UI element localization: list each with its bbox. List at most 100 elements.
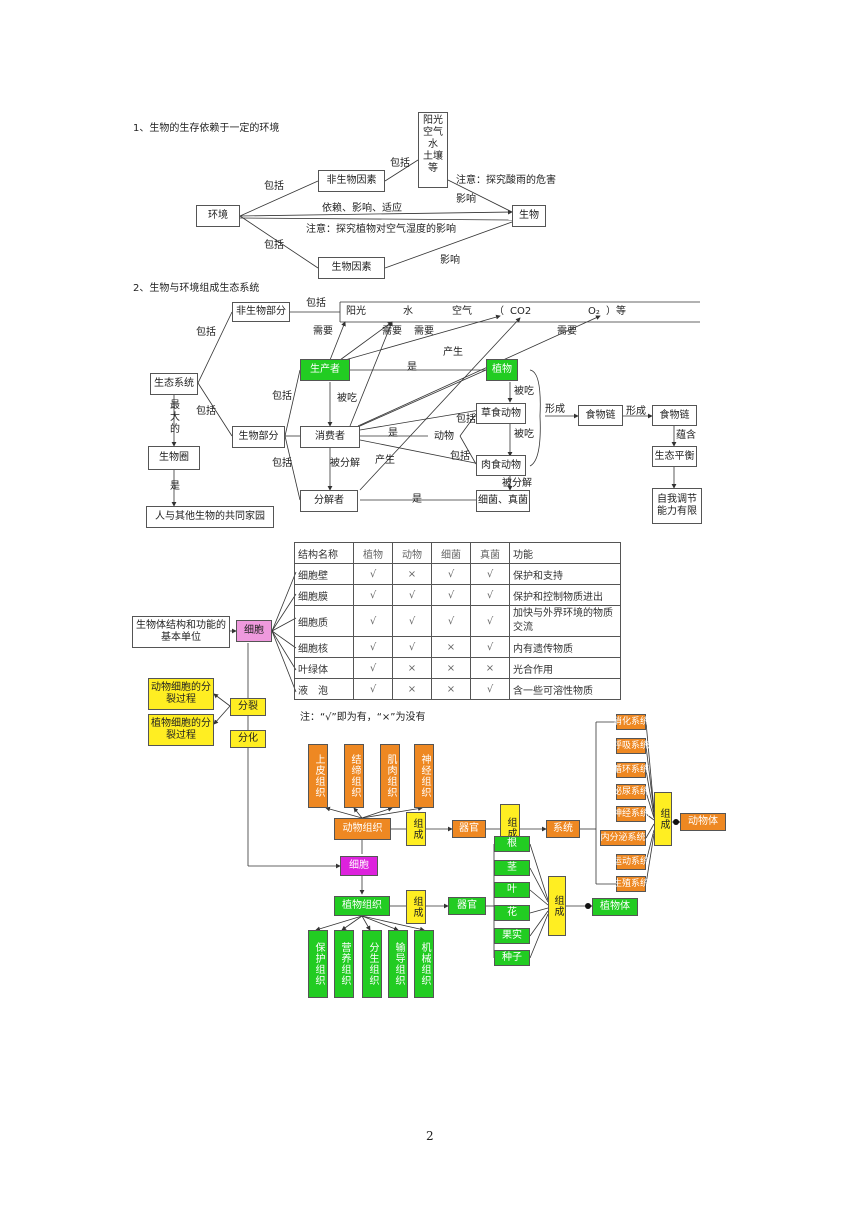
table-header: 动物 <box>392 542 432 564</box>
effect-label: 影响 <box>456 194 476 205</box>
form-label: 形成 <box>626 406 646 417</box>
eco-balance-box: 生态平衡 <box>652 446 697 467</box>
o2-label: O₂ <box>588 306 600 317</box>
self-regulation-box: 自我调节能力有限 <box>652 488 702 524</box>
reproductive-system-box: 生殖系统 <box>613 876 649 892</box>
eaten-label: 被吃 <box>514 386 534 397</box>
include-label: 包括 <box>456 414 476 425</box>
note-acid-rain: 注意：探究酸雨的危害 <box>456 175 556 186</box>
include-label: 包括 <box>264 181 284 192</box>
organ-box: 器官 <box>448 897 486 915</box>
table-cell: × <box>392 563 432 585</box>
table-cell: 加快与外界环境的物质交流 <box>509 605 621 637</box>
include-label: 包括 <box>390 158 410 169</box>
include-label: 包括 <box>264 240 284 251</box>
table-cell: 保护和控制物质进出 <box>509 584 621 606</box>
table-cell: √ <box>470 584 510 606</box>
protective-tissue-box: 保护组织 <box>308 930 328 998</box>
common-home-box: 人与其他生物的共同家园 <box>146 506 274 528</box>
table-cell: √ <box>353 563 393 585</box>
sunlight-label: 阳光 <box>346 306 366 317</box>
table-row: 细胞膜 √ √ √ √ 保护和控制物质进出 <box>294 584 621 606</box>
need-label: 需要 <box>414 326 434 337</box>
table-cell: × <box>392 657 432 679</box>
biosphere-box: 生物圈 <box>148 446 200 470</box>
eaten-label: 被吃 <box>514 429 534 440</box>
decomposed-label: 被分解 <box>330 458 360 469</box>
leaf-box: 叶 <box>494 882 530 898</box>
table-header: 功能 <box>509 542 621 564</box>
division-box: 分裂 <box>230 698 266 716</box>
table-row: 细胞核 √ √ × √ 内有遗传物质 <box>294 636 621 658</box>
table-cell: √ <box>392 584 432 606</box>
meristem-tissue-box: 分生组织 <box>362 930 382 998</box>
circulatory-system-box: 循环系统 <box>613 762 649 778</box>
differentiation-box: 分化 <box>230 730 266 748</box>
table-row: 细胞质 √ √ √ √ 加快与外界环境的物质交流 <box>294 605 621 637</box>
produce-label: 产生 <box>375 455 395 466</box>
effect-label: 影响 <box>440 255 460 266</box>
table-cell: 叶绿体 <box>294 657 354 679</box>
connective-tissue-box: 结缔组织 <box>344 744 364 808</box>
nutritive-tissue-box: 营养组织 <box>334 930 354 998</box>
plant-body-box: 植物体 <box>592 898 638 916</box>
table-row: 液 泡 √ × × √ 含一些可溶性物质 <box>294 678 621 700</box>
contain-label: 蕴含 <box>676 430 696 441</box>
factor-item: 阳光 <box>423 115 443 126</box>
include-label: 包括 <box>196 327 216 338</box>
table-cell: × <box>431 678 471 700</box>
table-cell: × <box>431 657 471 679</box>
include-label: 包括 <box>306 298 326 309</box>
table-cell: √ <box>470 563 510 585</box>
table-cell: × <box>392 678 432 700</box>
biotic-factors-box: 生物因素 <box>318 257 385 279</box>
abiotic-factor-list: 阳光 空气 水 土壤 等 <box>418 112 448 188</box>
table-cell: √ <box>470 636 510 658</box>
mechanical-tissue-box: 机械组织 <box>414 930 434 998</box>
table-cell: √ <box>470 605 510 637</box>
plant-box: 植物 <box>486 359 518 381</box>
table-cell: √ <box>353 678 393 700</box>
stem-box: 茎 <box>494 860 530 876</box>
note-plant-humidity: 注意：探究植物对空气湿度的影响 <box>306 224 456 235</box>
food-web-box: 食物链 <box>652 405 697 426</box>
food-chain-box: 食物链 <box>578 405 623 426</box>
table-cell: √ <box>470 678 510 700</box>
fruit-box: 果实 <box>494 928 530 944</box>
urinary-system-box: 泌尿系统 <box>613 784 649 800</box>
endocrine-system-box: 内分泌系统 <box>600 830 646 846</box>
etc-label: ）等 <box>606 306 626 317</box>
air-label: 空气 <box>452 306 472 317</box>
ecosystem-box: 生态系统 <box>150 373 198 395</box>
system-box: 系统 <box>546 820 580 838</box>
is-label: 是 <box>412 494 422 505</box>
factor-item: 土壤 <box>423 151 443 162</box>
is-label: 是 <box>407 362 417 373</box>
largest-label: 最大的 <box>170 400 180 435</box>
table-cell: √ <box>392 605 432 637</box>
animal-body-box: 动物体 <box>680 813 726 831</box>
table-header: 真菌 <box>470 542 510 564</box>
table-header: 植物 <box>353 542 393 564</box>
bio-part-box: 生物部分 <box>232 426 285 448</box>
table-note: 注：“√”即为有，“×”为没有 <box>300 712 426 723</box>
nonbio-part-box: 非生物部分 <box>232 302 290 322</box>
animal-division-box: 动物细胞的分裂过程 <box>148 678 214 710</box>
flower-box: 花 <box>494 905 530 921</box>
table-cell: 细胞质 <box>294 605 354 637</box>
relation-label: 依赖、影响、适应 <box>322 203 402 214</box>
plant-division-box: 植物细胞的分裂过程 <box>148 714 214 746</box>
basic-unit-box: 生物体结构和功能的基本单位 <box>132 616 230 648</box>
form-label: 形成 <box>545 404 565 415</box>
table-header: 结构名称 <box>294 542 354 564</box>
compose-box: 组成 <box>406 890 426 924</box>
animal-tissue-box: 动物组织 <box>334 818 391 840</box>
muscle-tissue-box: 肌肉组织 <box>380 744 400 808</box>
table-cell: √ <box>353 636 393 658</box>
nerve-tissue-box: 神经组织 <box>414 744 434 808</box>
factor-item: 空气 <box>423 127 443 138</box>
eaten-label: 被吃 <box>337 393 357 404</box>
table-header: 细菌 <box>431 542 471 564</box>
table-row: 细胞壁 √ × √ √ 保护和支持 <box>294 563 621 585</box>
